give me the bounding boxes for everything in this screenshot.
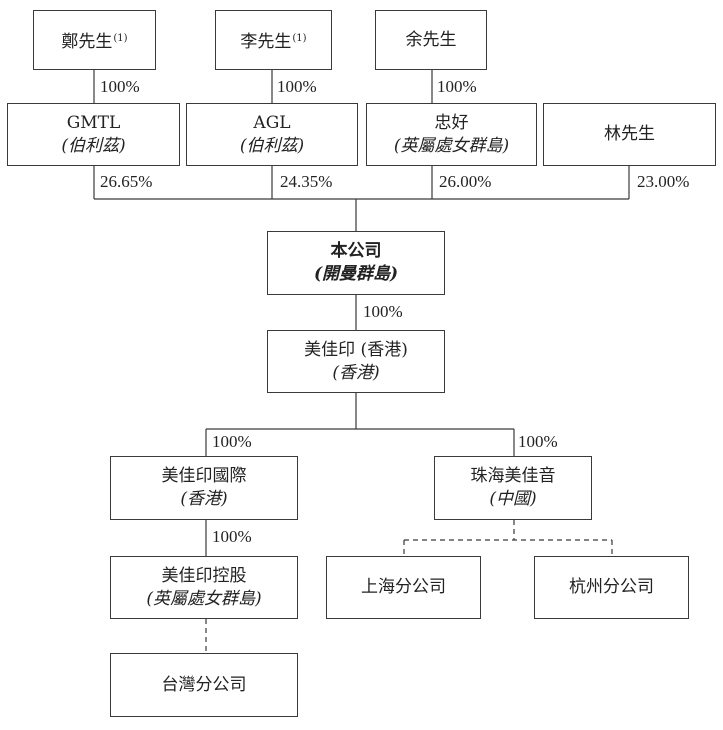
pct-zheng-gmtl: 100% bbox=[100, 77, 140, 96]
node-gmtl: GMTL (伯利茲) bbox=[7, 103, 180, 166]
pct-yu-zhonghao: 100% bbox=[437, 77, 477, 96]
node-hangzhou-name: 杭州分公司 bbox=[569, 577, 654, 597]
node-lin-name: 林先生 bbox=[604, 124, 655, 144]
pct-meijia-hk-intl: 100% bbox=[212, 432, 252, 451]
node-meijia-holding-place: (英屬處女群島) bbox=[146, 588, 262, 609]
pct-intl-holding: 100% bbox=[212, 527, 252, 546]
pct-company-meijia-hk: 100% bbox=[363, 302, 403, 321]
node-lin: 林先生 bbox=[543, 103, 716, 166]
node-company: 本公司 (開曼群島) bbox=[267, 231, 445, 295]
pct-meijia-hk-zhuhai: 100% bbox=[518, 432, 558, 451]
node-agl-name: AGL bbox=[253, 112, 291, 133]
node-li: 李先生(1) bbox=[215, 10, 332, 70]
node-zheng: 鄭先生(1) bbox=[33, 10, 156, 70]
node-zhonghao-name: 忠好 bbox=[434, 112, 469, 133]
pct-lin-company: 23.00% bbox=[637, 172, 690, 191]
pct-gmtl-company: 26.65% bbox=[100, 172, 153, 191]
node-zhonghao: 忠好 (英屬處女群島) bbox=[366, 103, 537, 166]
node-yu: 余先生 bbox=[375, 10, 487, 70]
node-zhuhai-name: 珠海美佳音 bbox=[470, 466, 556, 486]
footnote-marker: (1) bbox=[113, 32, 128, 44]
node-meijia-hk-name: 美佳印 (香港) bbox=[304, 339, 408, 360]
node-taiwan: 台灣分公司 bbox=[110, 653, 298, 717]
pct-li-agl: 100% bbox=[277, 77, 317, 96]
node-gmtl-place: (伯利茲) bbox=[61, 135, 126, 156]
node-meijia-hk-place: (香港) bbox=[332, 362, 380, 383]
node-zheng-name: 鄭先生 bbox=[61, 31, 113, 52]
node-meijia-intl-name: 美佳印國際 bbox=[161, 466, 247, 486]
node-meijia-holding: 美佳印控股 (英屬處女群島) bbox=[110, 556, 298, 619]
node-shanghai-name: 上海分公司 bbox=[361, 577, 446, 597]
node-meijia-hk: 美佳印 (香港) (香港) bbox=[267, 330, 445, 393]
node-zhuhai-place: (中國) bbox=[489, 489, 537, 509]
node-meijia-intl-place: (香港) bbox=[180, 489, 228, 509]
node-li-name: 李先生 bbox=[240, 31, 292, 52]
pct-zhonghao-company: 26.00% bbox=[439, 172, 492, 191]
pct-agl-company: 24.35% bbox=[280, 172, 333, 191]
node-shanghai: 上海分公司 bbox=[326, 556, 481, 619]
node-yu-name: 余先生 bbox=[405, 29, 457, 50]
node-agl: AGL (伯利茲) bbox=[186, 103, 358, 166]
footnote-marker: (1) bbox=[292, 32, 307, 44]
node-zhuhai: 珠海美佳音 (中國) bbox=[434, 456, 592, 520]
node-company-name: 本公司 bbox=[330, 241, 382, 261]
node-taiwan-name: 台灣分公司 bbox=[161, 674, 247, 695]
node-hangzhou: 杭州分公司 bbox=[534, 556, 689, 619]
node-agl-place: (伯利茲) bbox=[239, 135, 305, 156]
node-gmtl-name: GMTL bbox=[66, 112, 121, 133]
node-zhonghao-place: (英屬處女群島) bbox=[393, 135, 510, 156]
node-company-place: (開曼群島) bbox=[313, 264, 399, 284]
node-meijia-intl: 美佳印國際 (香港) bbox=[110, 456, 298, 520]
node-meijia-holding-name: 美佳印控股 bbox=[161, 565, 247, 586]
